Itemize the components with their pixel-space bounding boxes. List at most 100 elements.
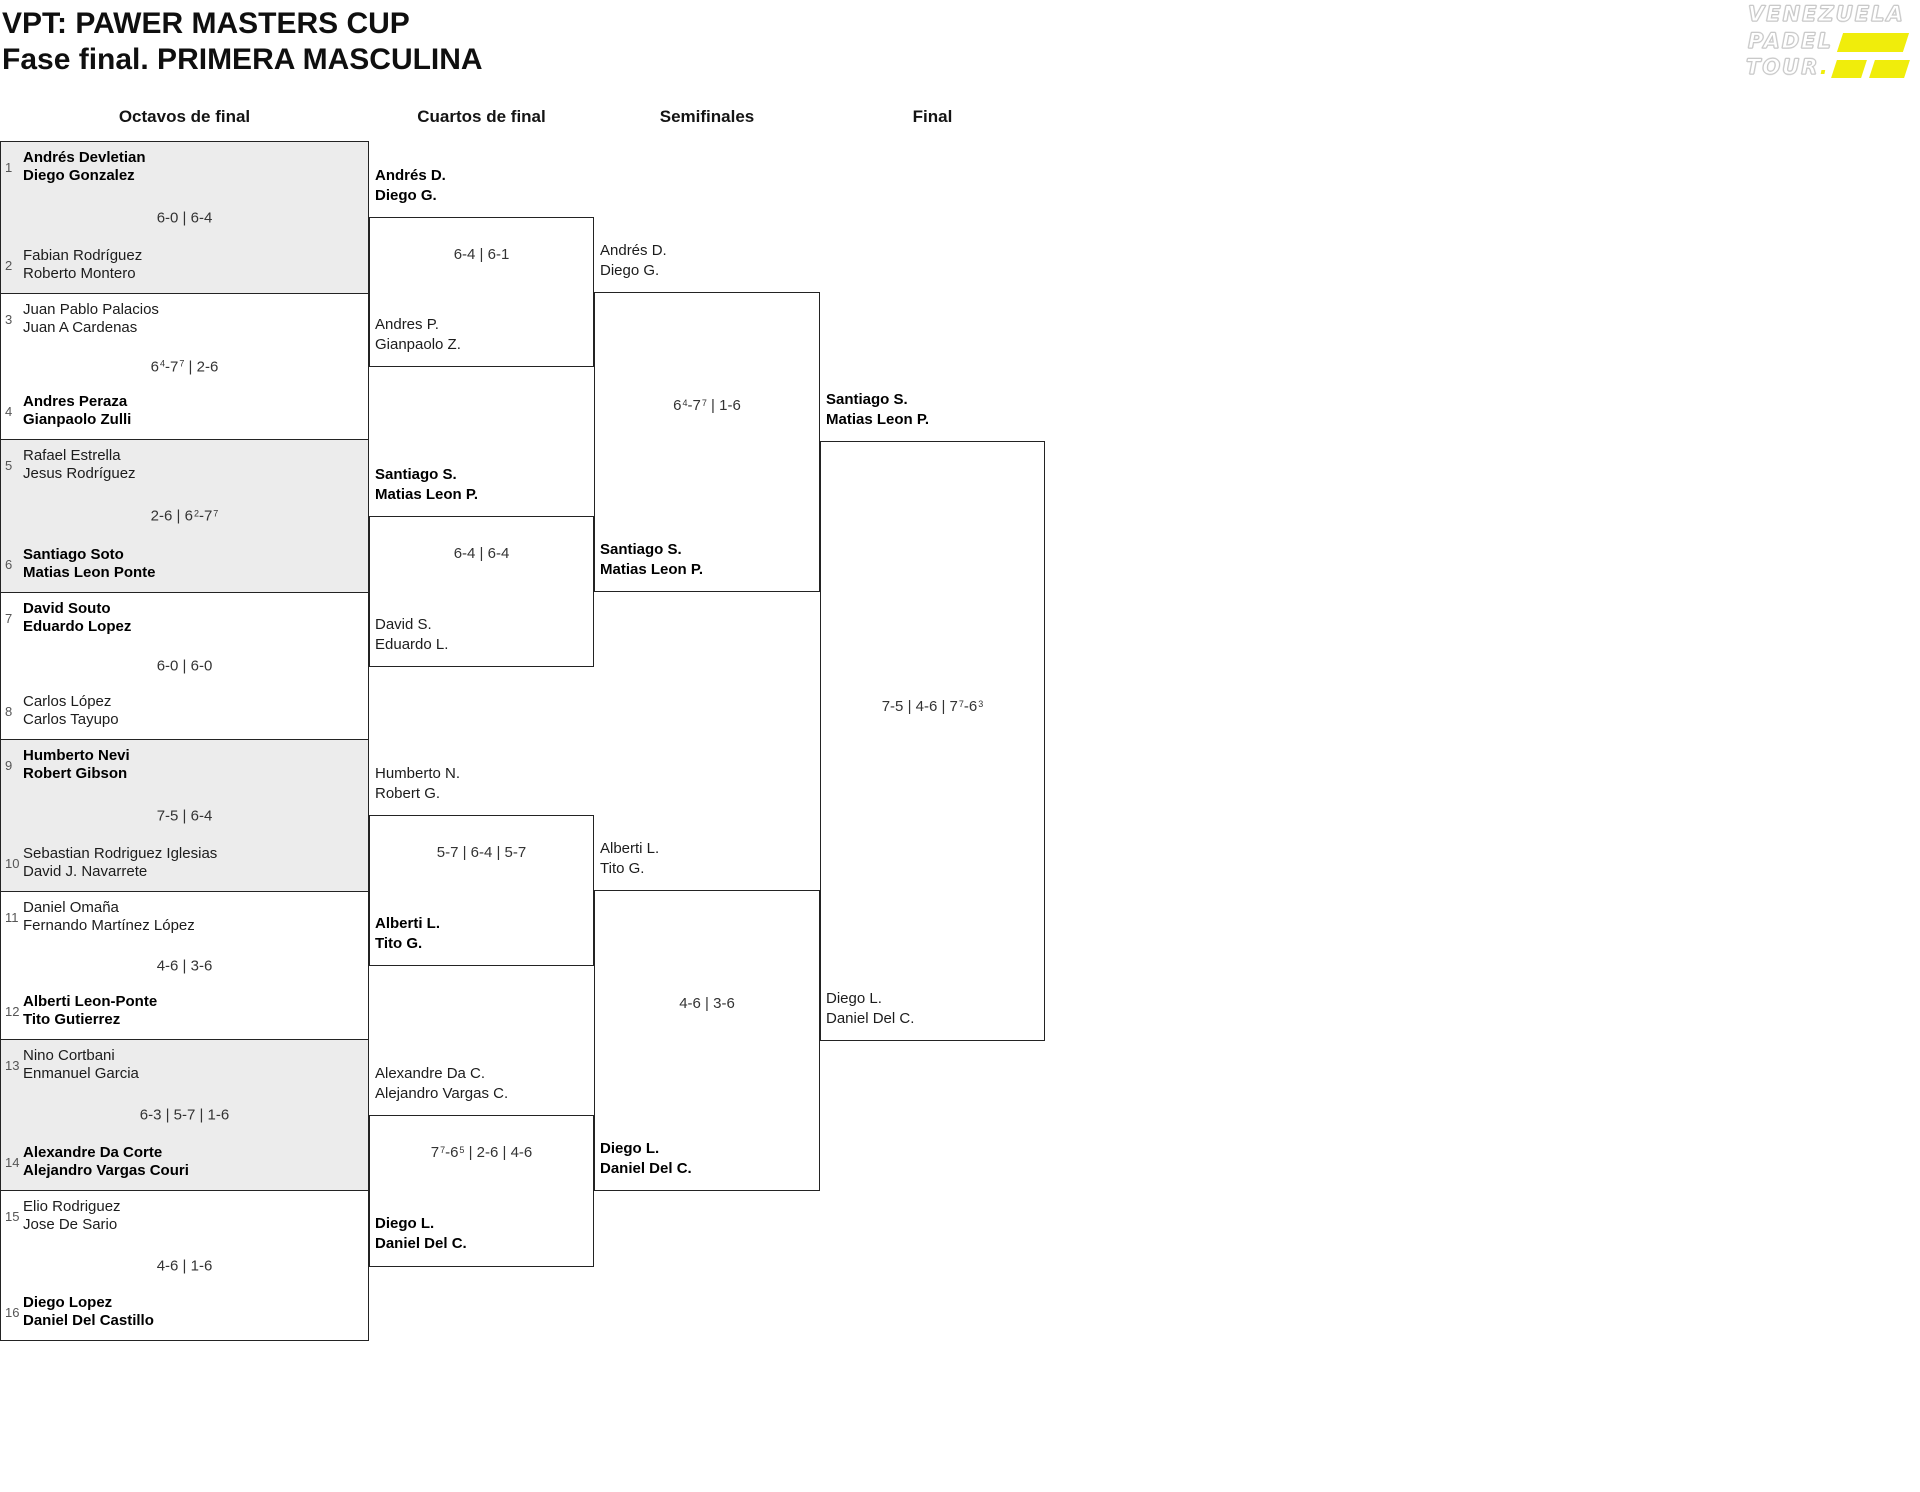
- player-name: David J. Navarrete: [23, 863, 148, 880]
- player-name: Andres Peraza: [23, 393, 128, 410]
- advancing-team-label: Diego L. Daniel Del C.: [375, 1214, 591, 1254]
- match-box-cuartos-3: [369, 815, 594, 966]
- player-name: Roberto Montero: [23, 265, 136, 282]
- match-score: 6-3 | 5-7 | 1-6: [139, 1106, 230, 1124]
- advancing-team-label: Diego L. Daniel Del C.: [600, 1139, 816, 1179]
- player-name: Carlos López: [23, 693, 112, 710]
- advancing-team-label: Santiago S.Matias Leon P.: [600, 540, 816, 580]
- player-name: Jose De Sario: [23, 1216, 118, 1233]
- player-name: Carlos Tayupo: [23, 711, 119, 728]
- match-score: 4-6 | 1-6: [156, 1257, 213, 1274]
- player-name: Tito Gutierrez: [23, 1011, 121, 1028]
- player-name: Tito G.: [600, 860, 645, 877]
- match-score: 77-65 | 2-6 | 4-6: [430, 1144, 533, 1161]
- player-name: Alberti L.: [375, 915, 441, 932]
- player-name: Alexandre Da Corte: [23, 1144, 163, 1161]
- seed-number: 8: [5, 703, 13, 719]
- tournament-title: VPT: PAWER MASTERS CUP: [2, 7, 410, 40]
- tournament-subtitle: Fase final. PRIMERA MASCULINA: [2, 43, 483, 76]
- advancing-team-label: Alberti L. Tito G.: [600, 839, 816, 879]
- vpt-logo: VENEZUELA PADEL TOUR.: [1746, 3, 1918, 86]
- player-name: Alberti Leon-Ponte: [23, 993, 158, 1010]
- player-name: Andres P.: [375, 316, 439, 333]
- player-name: Sebastian Rodriguez Iglesias: [23, 845, 218, 862]
- player-name: Robert Gibson: [23, 765, 128, 782]
- advancing-team-label: David S.Eduardo L.: [375, 615, 591, 655]
- player-name: Diego G.: [600, 262, 660, 279]
- player-name: Matias Leon P.: [826, 411, 930, 428]
- advancing-team-label: Humberto N.Robert G.: [375, 764, 591, 804]
- match-box-cuartos-4: [369, 1115, 594, 1267]
- player-name: Diego L.: [826, 990, 882, 1007]
- logo-padel-text: PADEL: [1748, 29, 1833, 53]
- match-box-semifinal-2: [594, 890, 820, 1191]
- player-name: Gianpaolo Zulli: [23, 411, 132, 428]
- logo-tour-text: TOUR.: [1746, 55, 1830, 79]
- advancing-team-label: Andrés D.Diego G.: [600, 241, 816, 281]
- match-score: 6-4 | 6-1: [453, 246, 510, 263]
- player-name: David S.: [375, 616, 432, 633]
- player-name: Santiago S.: [600, 541, 682, 558]
- player-name: Daniel Del Castillo: [23, 1312, 154, 1329]
- player-name: Alberti L.: [600, 840, 660, 857]
- seed-number: 6: [5, 556, 13, 572]
- advancing-team-label: Diego L.Daniel Del C.: [826, 989, 1042, 1029]
- advancing-team-label: Andrés D.Diego G.: [375, 166, 591, 206]
- player-name: Gianpaolo Z.: [375, 336, 461, 353]
- player-name: Jesus Rodríguez: [23, 465, 136, 482]
- match-box-final-1: [820, 441, 1045, 1041]
- player-name: Andrés Devletian: [23, 149, 146, 166]
- player-name: Daniel Del C.: [600, 1160, 692, 1177]
- seed-number: 1: [5, 159, 13, 175]
- match-box-cuartos-1: [369, 217, 594, 367]
- match-score: 4-6 | 3-6: [679, 995, 735, 1012]
- player-name: Santiago Soto: [23, 546, 124, 563]
- seed-number: 9: [5, 757, 13, 773]
- round-header-final: Final: [912, 107, 953, 126]
- player-name: David Souto: [23, 600, 111, 617]
- match-score: 64-77 | 1-6: [673, 397, 741, 414]
- round-header-cuartos: Cuartos de final: [417, 107, 546, 126]
- player-name: Matias Leon P.: [375, 486, 479, 503]
- player-name: Alexandre Da C.: [375, 1065, 486, 1082]
- player-name: Daniel Omaña: [23, 899, 119, 916]
- match-box-semifinal-1: [594, 292, 820, 592]
- player-name: Alejandro Vargas Couri: [23, 1162, 189, 1179]
- seed-number: 11: [5, 909, 19, 925]
- seed-number: 4: [5, 403, 13, 419]
- player-name: Robert G.: [375, 785, 441, 802]
- match-score: 7-5 | 6-4: [156, 807, 213, 824]
- player-name: Juan Pablo Palacios: [23, 301, 159, 318]
- player-name: Fernando Martínez López: [23, 917, 195, 934]
- player-name: Nino Cortbani: [23, 1047, 115, 1064]
- round-header-semifinales: Semifinales: [659, 107, 755, 126]
- player-name: Santiago S.: [826, 391, 908, 408]
- player-name: Diego L.: [600, 1140, 660, 1157]
- player-name: Santiago S.: [375, 466, 457, 483]
- player-name: Alejandro Vargas C.: [375, 1085, 509, 1102]
- player-name: Daniel Del C.: [375, 1235, 467, 1252]
- match-score: 2-6 | 62-77: [150, 507, 219, 525]
- seed-number: 16: [5, 1304, 20, 1320]
- seed-number: 12: [5, 1003, 20, 1019]
- player-name: Diego L.: [375, 1215, 435, 1232]
